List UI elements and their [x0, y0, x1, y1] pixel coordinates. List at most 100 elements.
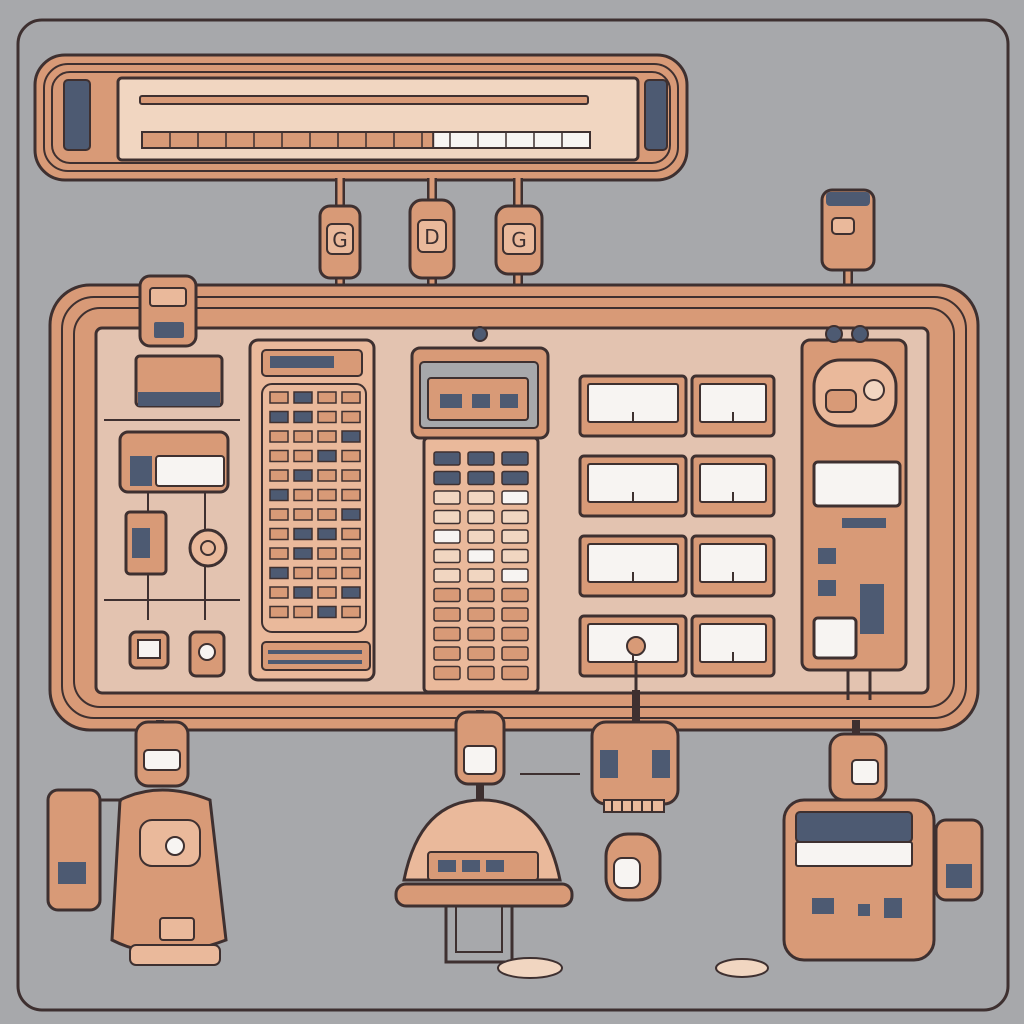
- keypad-key: [467, 470, 495, 486]
- keypad-key: [501, 509, 529, 525]
- register-cell: [317, 410, 337, 424]
- register-cell: [269, 449, 289, 463]
- register-cell: [341, 605, 361, 619]
- register-cell: [317, 488, 337, 502]
- handheld-device: [520, 690, 680, 902]
- keypad-key: [467, 626, 495, 642]
- outer-frame: [16, 18, 1010, 1012]
- register-cell: [269, 430, 289, 443]
- register-cell: [341, 527, 361, 541]
- keypad-key: [467, 646, 495, 661]
- port-glyph: D: [424, 225, 439, 249]
- register-cell: [293, 430, 313, 443]
- register-cell: [269, 469, 289, 482]
- monitor-right-vent: [644, 79, 668, 151]
- keypad-key: [467, 665, 495, 681]
- port-glyph: G: [332, 228, 348, 252]
- register-cell: [341, 391, 361, 404]
- keypad-key: [433, 626, 461, 642]
- port-glyph: G: [511, 228, 527, 252]
- register-cell: [317, 586, 337, 599]
- register-cell: [293, 605, 313, 619]
- keypad-key: [501, 607, 529, 622]
- register-cell: [269, 508, 289, 521]
- console-top-plug: [138, 274, 198, 348]
- register-panel: [248, 338, 376, 682]
- keypad-key: [467, 490, 495, 505]
- register-cell: [293, 527, 313, 541]
- keypad-key: [501, 665, 529, 681]
- register-cell: [317, 449, 337, 463]
- register-cell: [293, 449, 313, 463]
- dome-device: [394, 710, 574, 979]
- window-tile: [578, 454, 688, 518]
- window-tile: [578, 374, 688, 438]
- register-cell: [317, 469, 337, 482]
- register-cell: [269, 566, 289, 580]
- keypad-key: [433, 587, 461, 603]
- register-cell: [293, 410, 313, 424]
- register-cell: [341, 547, 361, 560]
- register-cell: [269, 488, 289, 502]
- register-cell: [293, 508, 313, 521]
- register-cell: [269, 410, 289, 424]
- register-cell: [293, 547, 313, 560]
- keypad-tower: [410, 346, 550, 694]
- window-tile: [578, 534, 688, 598]
- keypad-key: [467, 548, 495, 564]
- register-cell: [341, 430, 361, 443]
- keypad-key: [467, 607, 495, 622]
- progress-bar: [141, 131, 591, 149]
- monitor-left-vent: [63, 79, 91, 151]
- keypad-key: [501, 451, 529, 466]
- window-tile: [690, 374, 776, 438]
- keypad-key: [433, 490, 461, 505]
- register-cell: [317, 566, 337, 580]
- keypad-key: [433, 451, 461, 466]
- right-module-screen: [812, 460, 902, 508]
- main-console: [48, 274, 980, 732]
- keypad-key: [501, 470, 529, 486]
- keypad-key: [467, 509, 495, 525]
- register-cell: [293, 469, 313, 482]
- keypad-key: [467, 451, 495, 466]
- keypad-key: [467, 529, 495, 544]
- keypad-key: [433, 509, 461, 525]
- register-cell: [341, 449, 361, 463]
- window-tile: [690, 614, 776, 678]
- left-controls: [104, 354, 240, 678]
- register-cell: [269, 391, 289, 404]
- top-monitor: [33, 53, 689, 182]
- keypad-key: [433, 665, 461, 681]
- rotary-knob-icon: [188, 528, 228, 568]
- register-cell: [341, 469, 361, 482]
- left-robot: [46, 720, 228, 966]
- port-plug: G: [318, 178, 362, 330]
- window-tile: [690, 534, 776, 598]
- register-cell: [317, 430, 337, 443]
- keypad-key: [433, 529, 461, 544]
- register-cell: [293, 391, 313, 404]
- keypad-key: [501, 529, 529, 544]
- register-cell: [293, 566, 313, 580]
- keypad-key: [433, 548, 461, 564]
- register-cell: [269, 605, 289, 619]
- keypad-key: [433, 607, 461, 622]
- register-cell: [317, 605, 337, 619]
- keypad-key: [433, 470, 461, 486]
- register-cell: [269, 586, 289, 599]
- keypad-key: [501, 490, 529, 505]
- register-cell: [341, 508, 361, 521]
- register-cell: [317, 391, 337, 404]
- register-cell: [293, 586, 313, 599]
- window-tiles: [578, 374, 776, 678]
- window-tile: [690, 454, 776, 518]
- register-cell: [341, 586, 361, 599]
- register-cell: [269, 547, 289, 560]
- register-cell: [317, 547, 337, 560]
- monitor-title-bar: [139, 95, 589, 105]
- keypad-key: [433, 568, 461, 583]
- port-plugs: G D G: [318, 178, 876, 330]
- right-robot: [715, 720, 984, 978]
- register-cell: [341, 488, 361, 502]
